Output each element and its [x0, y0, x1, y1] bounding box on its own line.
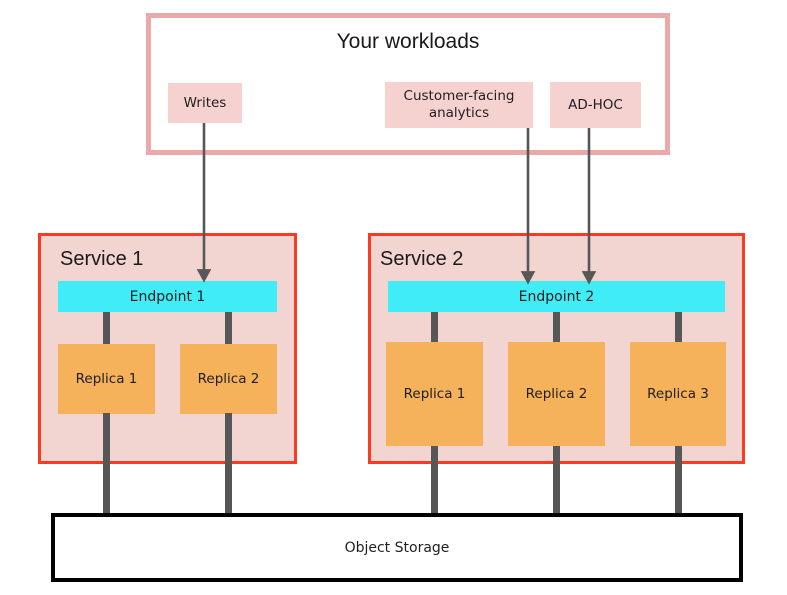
- connector-s1-replica1-to-storage: [103, 413, 110, 514]
- workload-chip-ad-hoc[interactable]: AD-HOC: [550, 82, 641, 128]
- service-1-replica-2[interactable]: Replica 2: [180, 344, 277, 414]
- connector-endpoint2-to-s2-replica3: [675, 312, 682, 343]
- service-1-title: Service 1: [60, 248, 144, 270]
- service-2-replica-1[interactable]: Replica 1: [386, 342, 483, 446]
- service-2-replica-3[interactable]: Replica 3: [630, 342, 726, 446]
- service-2-replica-2[interactable]: Replica 2: [508, 342, 605, 446]
- connector-s2-replica2-to-storage: [553, 446, 560, 514]
- connector-s2-replica1-to-storage: [431, 446, 438, 514]
- connector-s2-replica3-to-storage: [675, 446, 682, 514]
- object-storage-box[interactable]: Object Storage: [51, 513, 743, 582]
- service-1-replica-1[interactable]: Replica 1: [58, 344, 155, 414]
- service-1-endpoint[interactable]: Endpoint 1: [58, 281, 277, 312]
- connector-endpoint2-to-s2-replica1: [431, 312, 438, 343]
- workload-chip-customer-facing-analytics[interactable]: Customer-facing analytics: [385, 82, 533, 128]
- connector-endpoint2-to-s2-replica2: [553, 312, 560, 343]
- connector-s1-replica2-to-storage: [225, 413, 232, 514]
- service-2-endpoint[interactable]: Endpoint 2: [388, 281, 725, 312]
- connector-endpoint1-to-s1-replica1: [103, 312, 110, 344]
- workloads-title: Your workloads: [336, 30, 480, 53]
- service-2-title: Service 2: [380, 248, 464, 270]
- connector-endpoint1-to-s1-replica2: [225, 312, 232, 344]
- workload-chip-writes[interactable]: Writes: [168, 83, 242, 123]
